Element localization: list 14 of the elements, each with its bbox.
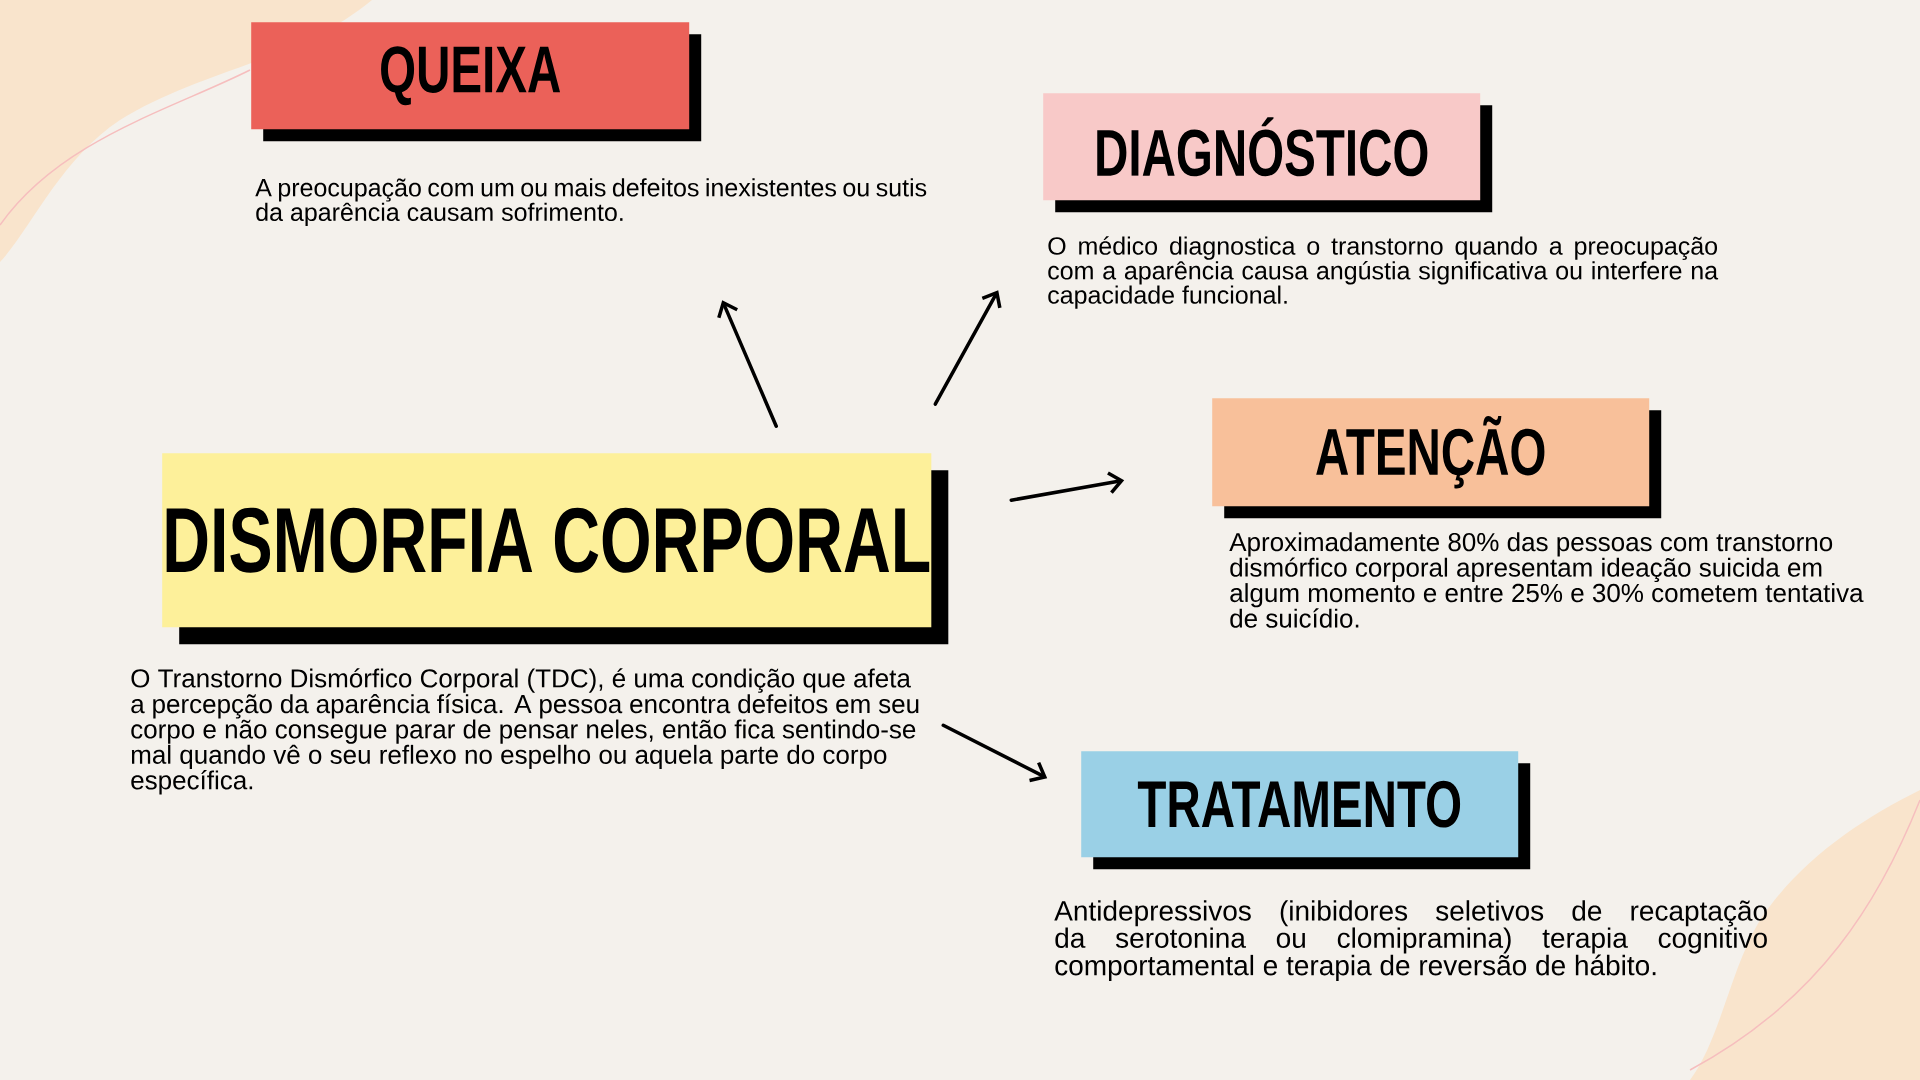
paragraph: A preocupação com um ou mais defeitos inexistentes ou sutis da aparência causam sofrimento. — [255, 178, 927, 226]
heading-box: DISMORFIA CORPORAL — [162, 453, 949, 645]
paragraph: O médico diagnostica o transtorno quando a preocupação com a aparência causa angústia significativa ou interfere na capacidade funcional. — [1048, 236, 1719, 309]
paragraph: O Transtorno Dismórfico Corporal (TDC), é uma condição que afeta a percepção da aparência física. A pessoa encontra defeitos em seu corpo e não consegue parar de pensar neles, então fica sentindo-se mal quando vê o seu reflexo no espelho ou aquela parte do corpo específica. — [131, 668, 919, 795]
heading-box: ATENÇÃO — [1212, 398, 1662, 519]
arrow — [933, 290, 1002, 406]
arrow — [941, 723, 1048, 783]
heading-box: TRATAMENTO — [1081, 751, 1531, 870]
arrow — [717, 300, 778, 428]
heading-box: QUEIXA — [251, 22, 702, 142]
heading-box: DIAGNÓSTICO — [1043, 93, 1493, 213]
paragraph: Aproximadamente 80% das pessoas com transtorno dismórfico corporal apresentam ideação suicida em algum momento e entre 25% e 30% cometem tentativa de suicídio. — [1229, 532, 1864, 628]
paragraph: Antidepressivos (inibidores seletivos de recaptação da serotonina ou clomipramina) terapia cognitivo comportamental e terapia de reversão de hábito. — [1054, 900, 1767, 981]
arrow — [1009, 471, 1125, 502]
